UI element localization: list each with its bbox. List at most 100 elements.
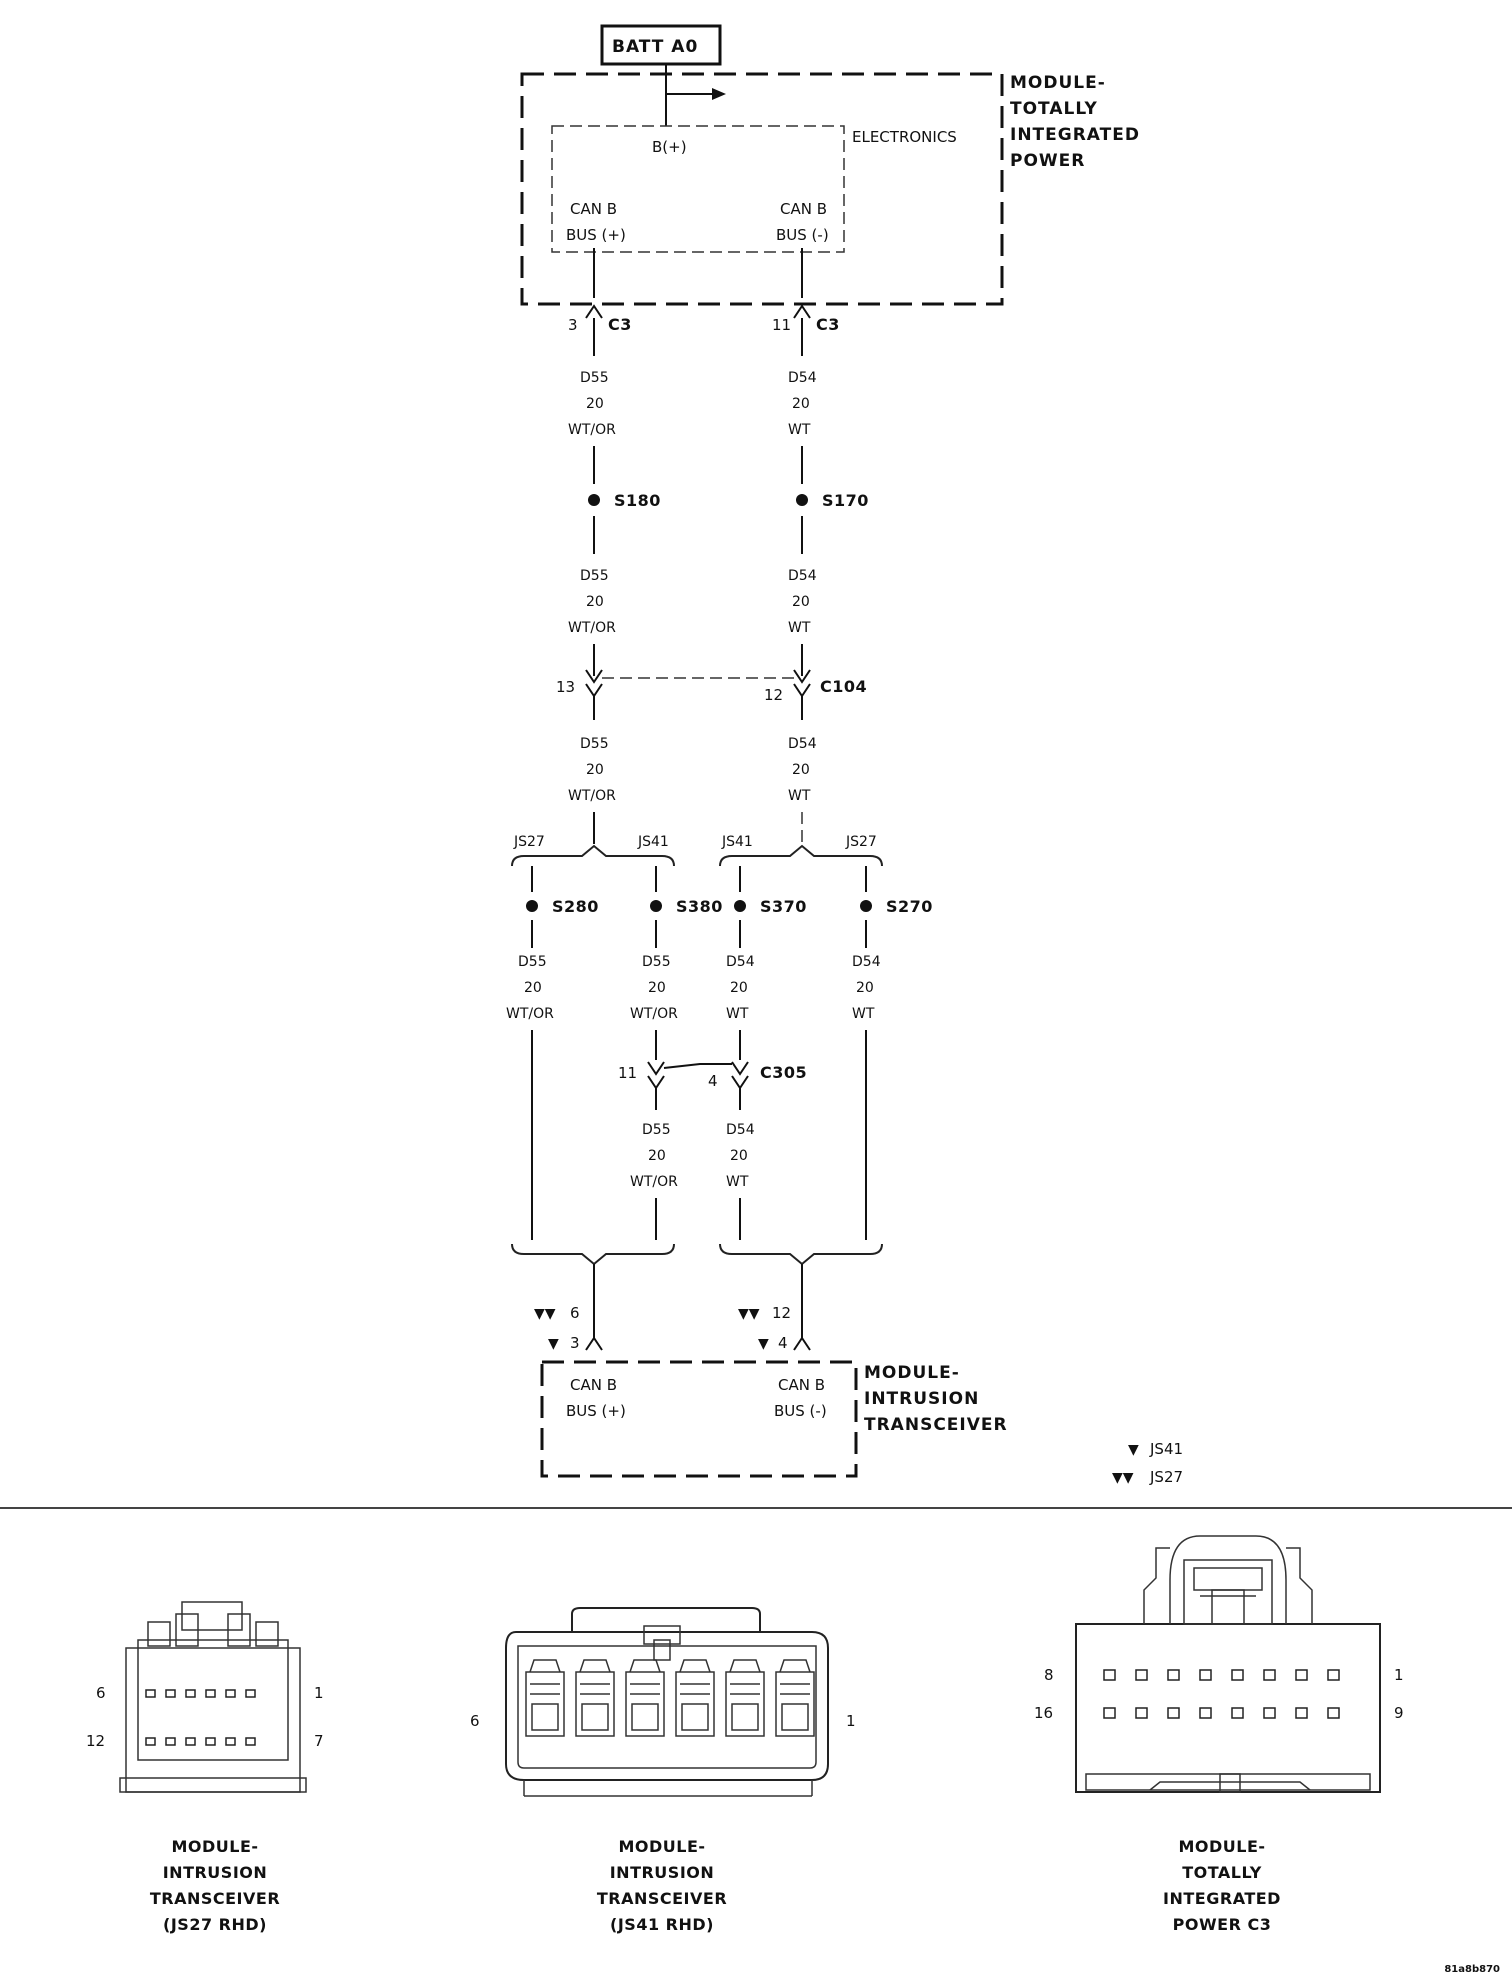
itm-can-minus-1: CAN B	[778, 1376, 825, 1394]
connector-view-itm-js41	[505, 1607, 829, 1797]
cv3-pin-8: 8	[1044, 1666, 1054, 1684]
branch-s370-circuit: D54	[726, 954, 755, 970]
legend-double-marker: ▼▼	[1112, 1470, 1134, 1486]
wire-minus-gauge-1: 20	[792, 396, 810, 412]
cv1-pin-6: 6	[96, 1684, 106, 1702]
wire-plus-gauge-2: 20	[586, 594, 604, 610]
wire-minus-gauge-2: 20	[792, 594, 810, 610]
splice-s280	[526, 900, 538, 912]
itm-plus-js41-pin: 3	[570, 1334, 580, 1352]
variant-js27-right: JS27	[845, 834, 877, 850]
bplus-label: B(+)	[652, 138, 687, 156]
tipm-title-2: TOTALLY	[1010, 99, 1098, 119]
wire-plus-gauge-3: 20	[586, 762, 604, 778]
branch-s380-gauge: 20	[648, 980, 666, 996]
itm-module-box	[540, 1360, 858, 1478]
tipm-can-minus-2: BUS (-)	[776, 226, 829, 244]
branch-s270-circuit: D54	[852, 954, 881, 970]
wire-plus-circuit-2: D55	[580, 568, 609, 584]
c305-pin-plus: 11	[618, 1064, 637, 1082]
wire-minus-color-2: WT	[788, 620, 811, 636]
splice-s370	[734, 900, 746, 912]
branch-s270-gauge: 20	[856, 980, 874, 996]
splice-s270	[860, 900, 872, 912]
cv1-pin-1: 1	[314, 1684, 324, 1702]
branch-s280-gauge: 20	[524, 980, 542, 996]
wire-minus-circuit-2: D54	[788, 568, 817, 584]
s180-label: S180	[614, 491, 661, 510]
tipm-title-1: MODULE-	[1010, 73, 1106, 93]
c305-label: C305	[760, 1063, 807, 1082]
cv1-caption-1: MODULE-	[171, 1837, 258, 1856]
c305-minus-circuit: D54	[726, 1122, 755, 1138]
s170-label: S170	[822, 491, 869, 510]
itm-title-1: MODULE-	[864, 1363, 960, 1383]
cv1-caption-4: (JS27 RHD)	[163, 1915, 267, 1934]
itm-plus-js27-marker: ▼▼	[534, 1306, 556, 1322]
tipm-can-minus-1: CAN B	[780, 200, 827, 218]
c305-minus-gauge: 20	[730, 1148, 748, 1164]
legend-single-label: JS41	[1149, 1440, 1183, 1458]
cv2-pin-6: 6	[470, 1712, 480, 1730]
s280-label: S280	[552, 897, 599, 916]
itm-plus-js41-marker: ▼	[548, 1336, 559, 1352]
splice-s170	[796, 494, 808, 506]
legend-single-marker: ▼	[1128, 1442, 1139, 1458]
c305-plus-circuit: D55	[642, 1122, 671, 1138]
c305-pin-minus: 4	[708, 1072, 718, 1090]
itm-can-plus-1: CAN B	[570, 1376, 617, 1394]
itm-minus-js41-marker: ▼	[758, 1336, 769, 1352]
itm-title-2: INTRUSION	[864, 1389, 979, 1409]
branch-s280-circuit: D55	[518, 954, 547, 970]
cv3-caption-2: TOTALLY	[1182, 1863, 1262, 1882]
branch-s370-color: WT	[726, 1006, 749, 1022]
s270-label: S270	[886, 897, 933, 916]
tipm-module-box	[520, 72, 1004, 306]
c104-pin-minus: 12	[764, 686, 783, 704]
tipm-title-3: INTEGRATED	[1010, 125, 1140, 145]
variant-js27-left: JS27	[513, 834, 545, 850]
wire-plus-color-1: WT/OR	[568, 422, 616, 438]
battery-label: BATT A0	[612, 37, 698, 57]
cv1-pin-7: 7	[314, 1732, 324, 1750]
cv2-caption-1: MODULE-	[618, 1837, 705, 1856]
cv1-caption-2: INTRUSION	[163, 1863, 268, 1882]
splice-s180	[588, 494, 600, 506]
variant-js41-right: JS41	[721, 834, 753, 850]
c3-pin-plus: 3	[568, 316, 578, 334]
c3-label-plus: C3	[608, 315, 632, 334]
itm-plus-js27-pin: 6	[570, 1304, 580, 1322]
c104-label: C104	[820, 677, 867, 696]
cv2-caption-2: INTRUSION	[610, 1863, 715, 1882]
wire-plus-circuit-3: D55	[580, 736, 609, 752]
variant-js41-left: JS41	[637, 834, 669, 850]
branch-s270-color: WT	[852, 1006, 875, 1022]
wire-minus-gauge-3: 20	[792, 762, 810, 778]
wire-minus-circuit-1: D54	[788, 370, 817, 386]
wire-plus-gauge-1: 20	[586, 396, 604, 412]
branch-s370-gauge: 20	[730, 980, 748, 996]
wire-minus-color-3: WT	[788, 788, 811, 804]
itm-can-plus-2: BUS (+)	[566, 1402, 626, 1420]
cv1-pin-12: 12	[86, 1732, 105, 1750]
legend-double-label: JS27	[1149, 1468, 1183, 1486]
figure-id: 81a8b870	[1444, 1964, 1500, 1975]
wire-plus-color-2: WT/OR	[568, 620, 616, 636]
cv3-caption-4: POWER C3	[1173, 1915, 1272, 1934]
c104-pin-plus: 13	[556, 678, 575, 696]
itm-title-3: TRANSCEIVER	[864, 1415, 1008, 1435]
itm-minus-js27-pin: 12	[772, 1304, 791, 1322]
itm-minus-js27-marker: ▼▼	[738, 1306, 760, 1322]
itm-minus-js41-pin: 4	[778, 1334, 788, 1352]
s370-label: S370	[760, 897, 807, 916]
connector-view-itm-js27	[119, 1601, 307, 1793]
c305-plus-color: WT/OR	[630, 1174, 678, 1190]
itm-can-minus-2: BUS (-)	[774, 1402, 827, 1420]
branch-s280-color: WT/OR	[506, 1006, 554, 1022]
electronics-label: ELECTRONICS	[852, 128, 957, 146]
tipm-electronics-box	[551, 125, 845, 253]
c305-minus-color: WT	[726, 1174, 749, 1190]
cv2-pin-1: 1	[846, 1712, 856, 1730]
cv2-caption-4: (JS41 RHD)	[610, 1915, 714, 1934]
cv2-caption-3: TRANSCEIVER	[597, 1889, 727, 1908]
